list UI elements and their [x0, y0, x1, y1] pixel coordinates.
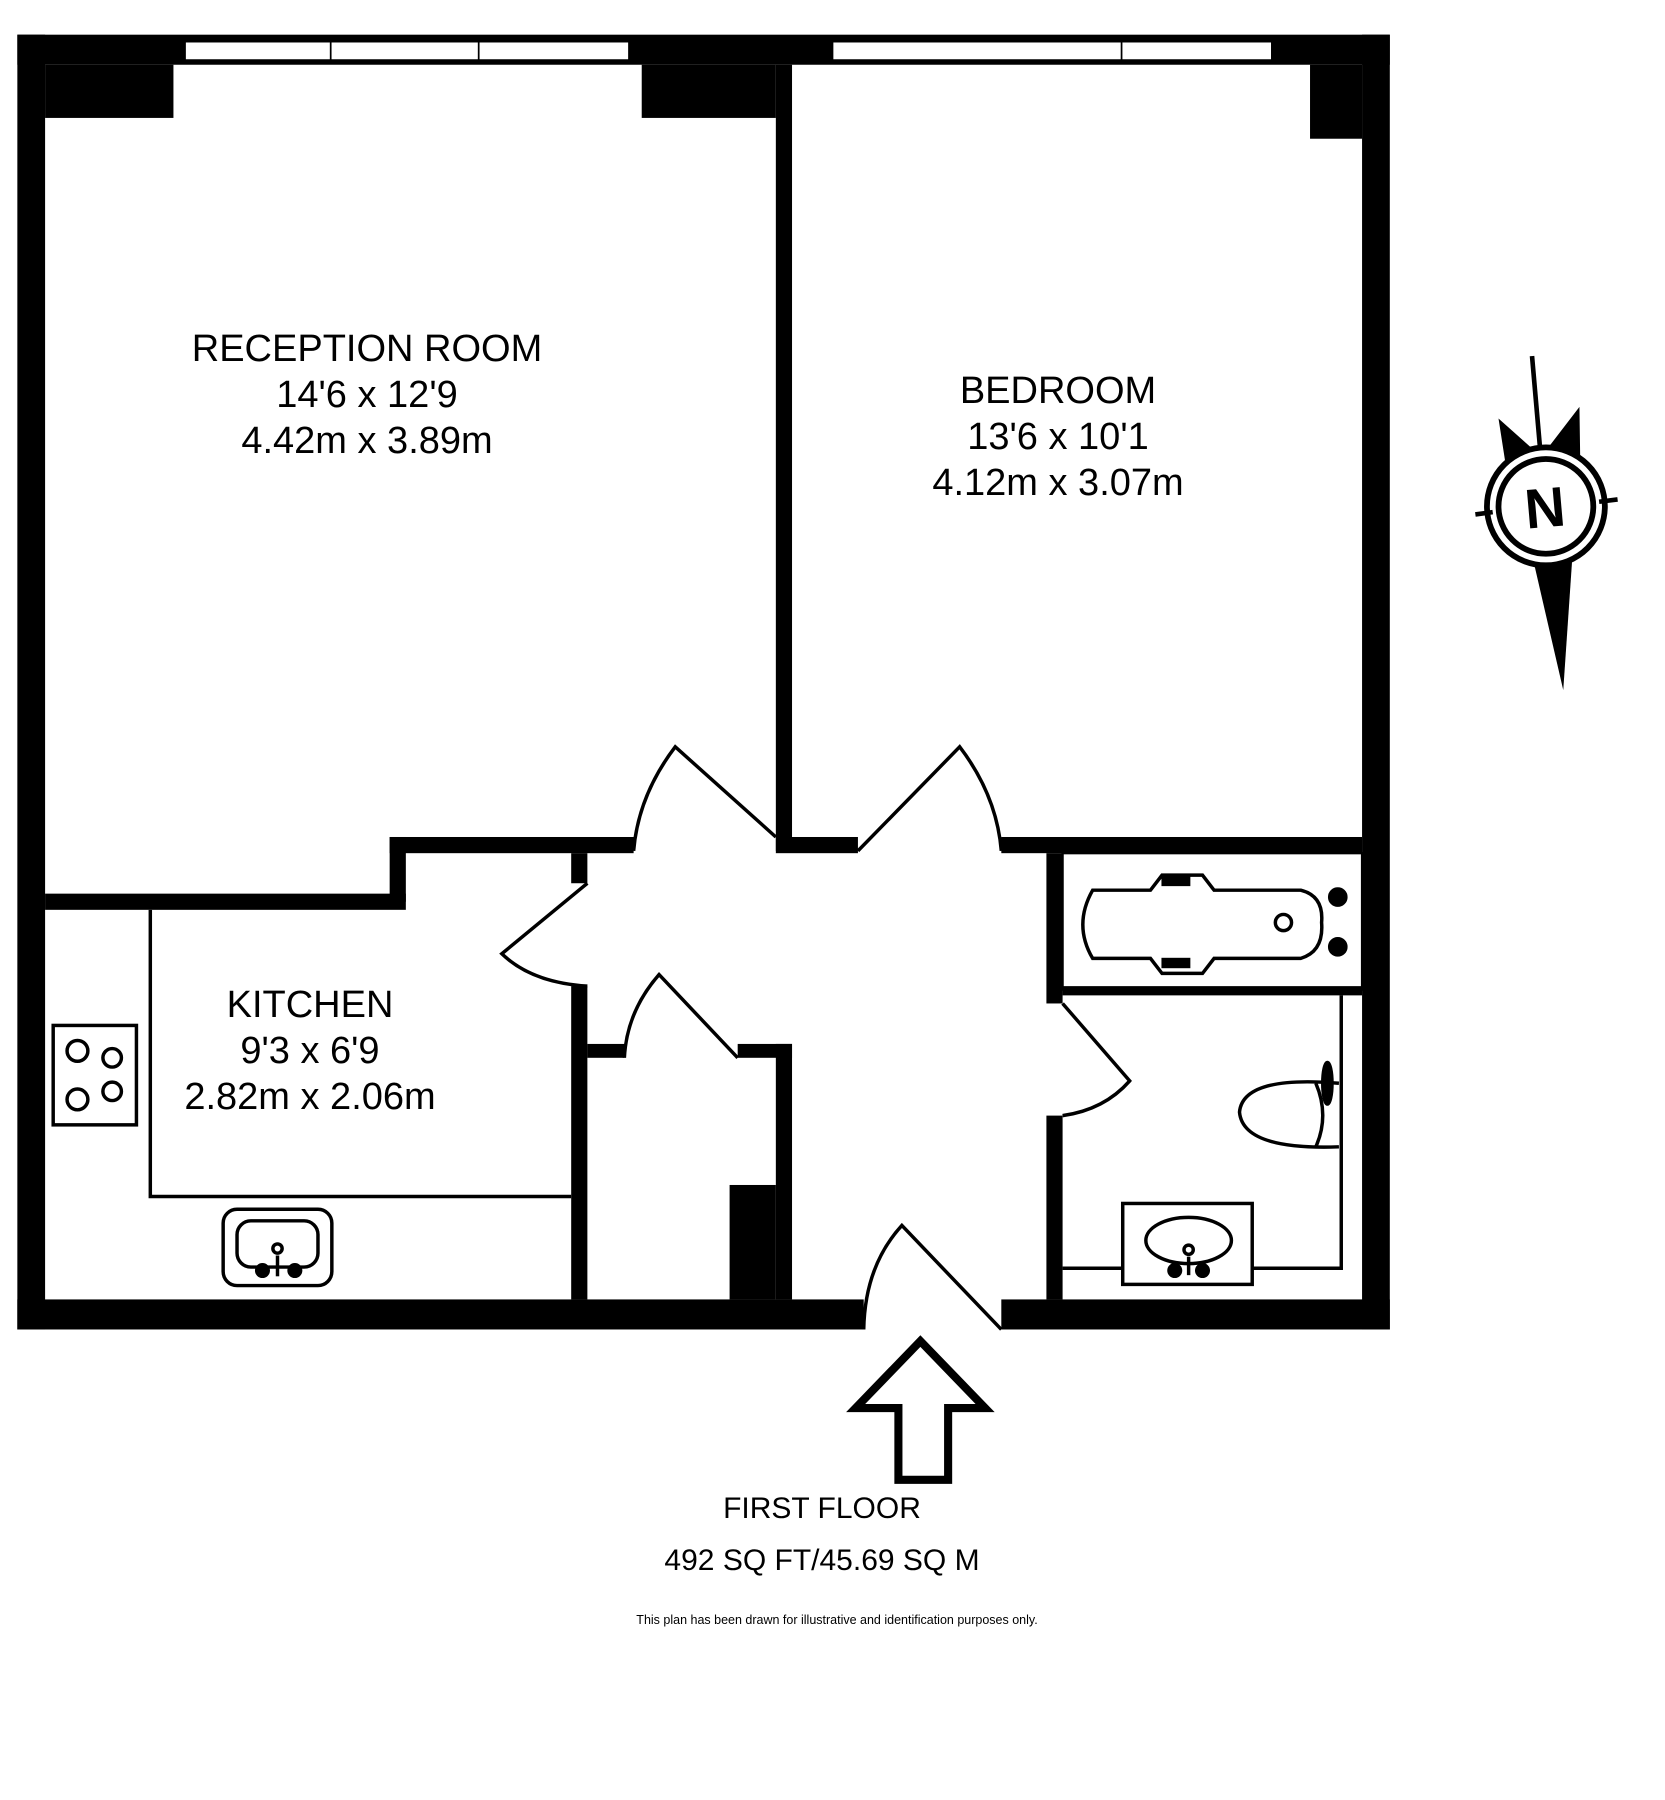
bathroom-basin-icon [1062, 1201, 1254, 1287]
interior-walls [45, 64, 1363, 1300]
room-dimensions-metric: 2.82m x 2.06m [184, 1076, 436, 1118]
room-dimensions-imperial: 14'6 x 12'9 [276, 374, 458, 416]
disclaimer: This plan has been drawn for illustrativ… [636, 1613, 1038, 1627]
hob-icon [51, 1023, 139, 1127]
entrance-arrow-icon [846, 1335, 995, 1484]
outer-walls [17, 34, 1390, 1330]
room-dimensions-imperial: 13'6 x 10'1 [967, 416, 1149, 458]
room-label-bedroom: BEDROOM 13'6 x 10'1 4.12m x 3.07m [932, 372, 1183, 502]
kitchen-sink-icon [221, 1207, 334, 1288]
room-dimensions-metric: 4.42m x 3.89m [241, 420, 493, 462]
toilet-icon [1237, 995, 1343, 1270]
room-label-reception: RECEPTION ROOM 14'6 x 12'9 4.42m x 3.89m [192, 330, 542, 460]
bath-icon [1061, 852, 1364, 991]
compass-north-label: N [1522, 474, 1568, 541]
room-dimensions-metric: 4.12m x 3.07m [932, 462, 1184, 504]
north-arrow-icon [1475, 355, 1618, 691]
doors [499, 744, 1132, 1331]
room-label-kitchen: KITCHEN 9'3 x 6'9 2.82m x 2.06m [184, 986, 435, 1116]
windows [184, 40, 1273, 61]
kitchen-worktop [148, 909, 572, 1199]
room-name: KITCHEN [226, 984, 394, 1026]
floor-total-area: 492 SQ FT/45.69 SQ M [664, 1544, 980, 1577]
room-name: BEDROOM [959, 370, 1157, 412]
room-dimensions-imperial: 9'3 x 6'9 [240, 1030, 380, 1072]
floor-title: FIRST FLOOR [723, 1492, 921, 1525]
room-name: RECEPTION ROOM [191, 328, 543, 370]
